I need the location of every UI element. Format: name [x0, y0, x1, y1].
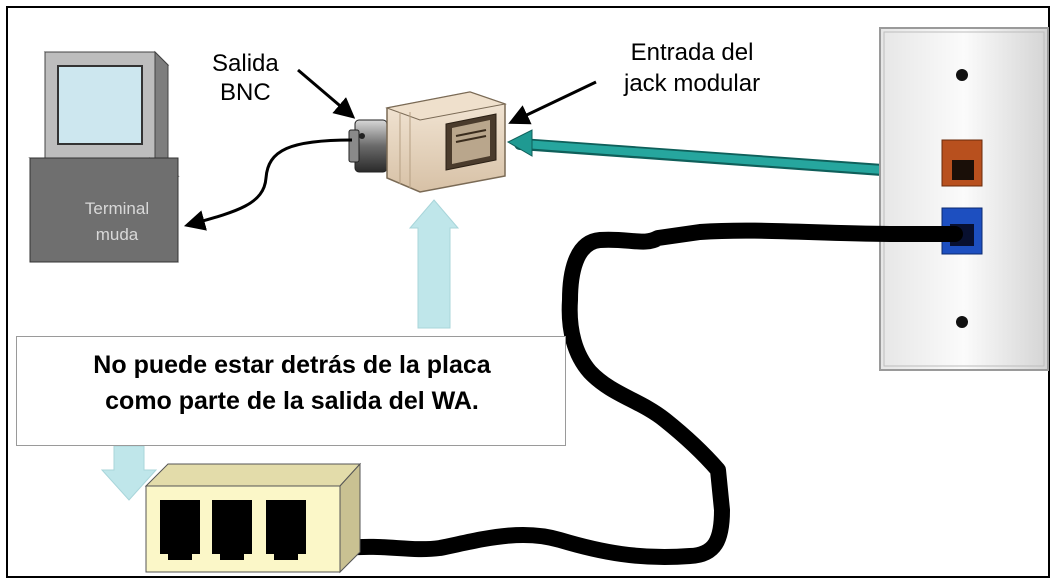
modular-jack-input-label: Entrada del jack modular [624, 37, 760, 99]
splitter-port [266, 500, 306, 560]
note-line2: como parte de la salida del WA. [105, 387, 479, 416]
bnc-to-terminal-arrow [183, 138, 353, 231]
note-box: No puede estar detrás de la placa como p… [16, 336, 566, 446]
splitter-port [212, 500, 252, 560]
bnc-adapter [348, 91, 507, 193]
screw-icon [956, 316, 968, 328]
modular-jack-input-label-line1: Entrada del [630, 39, 754, 66]
black-cable [338, 222, 963, 566]
bnc-output-label: Salida BNC [212, 50, 279, 108]
jack-callout-arrow [508, 80, 597, 125]
note-text: No puede estar detrás de la placa como p… [17, 347, 567, 420]
terminal-icon [28, 50, 180, 263]
down-arrow [100, 445, 158, 501]
terminal-label-line1: Terminal [84, 199, 150, 218]
up-arrow [408, 199, 460, 329]
terminal-label: Terminal muda [62, 196, 172, 249]
terminal-label-line2: muda [95, 225, 139, 245]
terminal-screen [57, 65, 143, 145]
bnc-callout-arrow [297, 68, 356, 119]
note-line1: No puede estar detrás de la placa [93, 351, 491, 379]
bnc-output-label-line2: BNC [220, 78, 271, 106]
wall-plate [879, 27, 1049, 371]
screw-icon [956, 69, 968, 81]
bnc-output-label-line1: Salida [212, 50, 279, 77]
splitter [144, 462, 362, 574]
splitter-port [160, 500, 200, 560]
modular-jack-input-label-line2: jack modular [624, 70, 761, 98]
